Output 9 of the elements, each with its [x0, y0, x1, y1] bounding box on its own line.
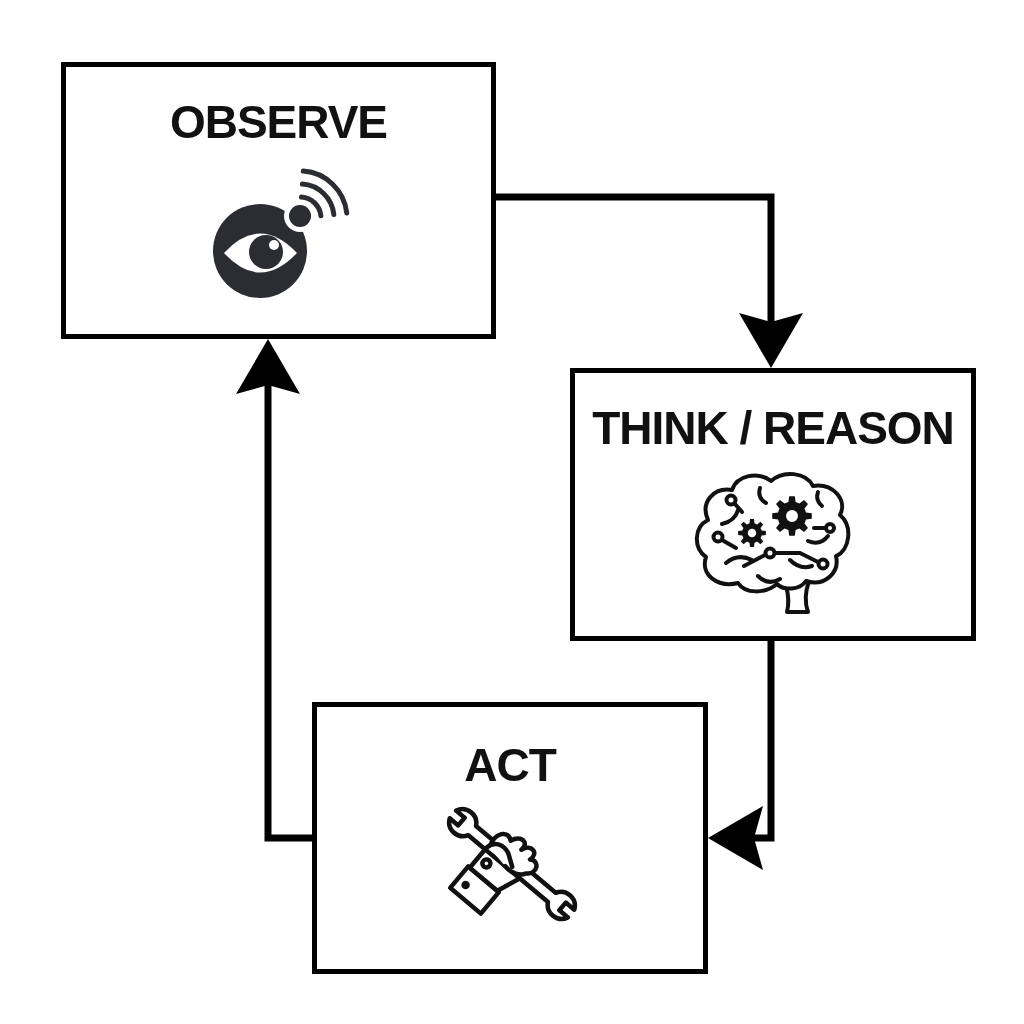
arrow [496, 193, 803, 368]
process-box [312, 702, 708, 974]
arrow [708, 641, 775, 870]
arrow [236, 339, 312, 842]
box-title: THINK / REASON [592, 405, 954, 451]
process-box [570, 368, 976, 641]
box-title: ACT [464, 742, 556, 788]
process-box [61, 62, 496, 339]
box-title: OBSERVE [169, 99, 388, 145]
